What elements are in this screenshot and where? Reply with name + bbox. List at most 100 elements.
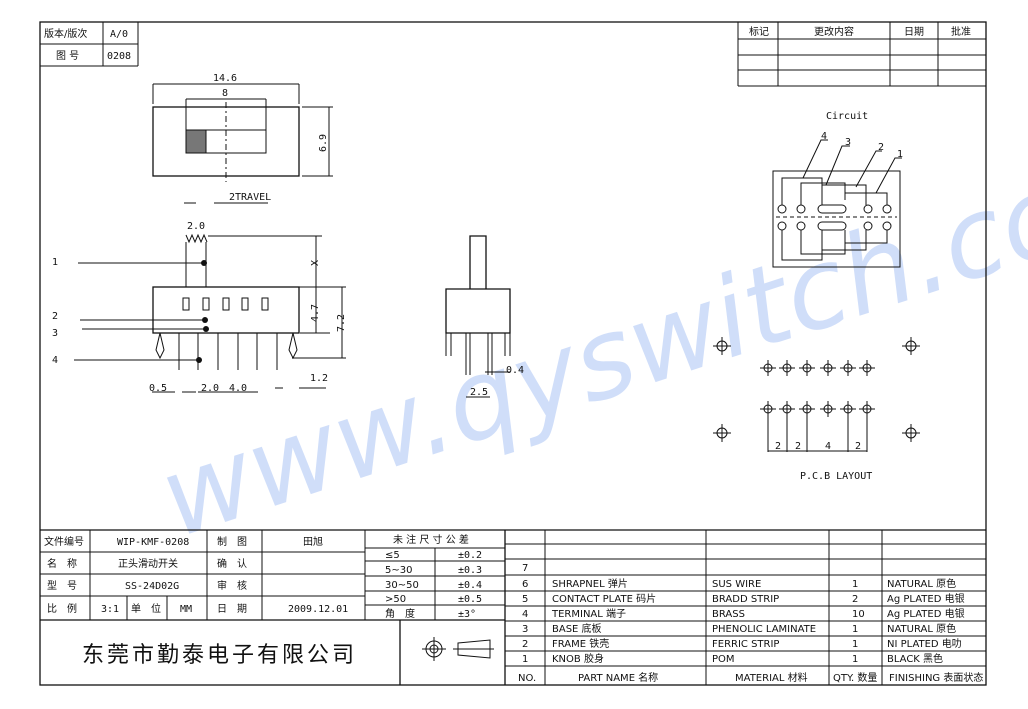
- bom-cell: TERMINAL 端子: [551, 607, 626, 620]
- bom-cell: Ag PLATED 电银: [887, 592, 965, 605]
- date-label: 日 期: [217, 603, 247, 615]
- bom-cell: 2: [852, 594, 858, 605]
- tolerance-range: 5~30: [385, 565, 412, 576]
- callout-2: 2: [52, 311, 58, 322]
- rev-header: 批准: [951, 25, 971, 38]
- callout-1: 1: [52, 257, 58, 268]
- bom-cell: 1: [852, 654, 858, 665]
- bom-cell: PART NAME 名称: [578, 671, 658, 684]
- tolerance-value: ±3°: [458, 609, 476, 620]
- bom-cell: 1: [852, 639, 858, 650]
- review-label: 审 核: [217, 579, 247, 592]
- confirm-label: 确 认: [217, 557, 247, 570]
- revision-table: 标记 更改内容 日期 批准: [737, 22, 986, 87]
- dim-4-7: 4.7: [310, 304, 321, 322]
- bom-cell: BLACK 黑色: [887, 652, 943, 665]
- version-value: A/0: [110, 29, 128, 40]
- dim-4-0: 4.0: [229, 383, 247, 394]
- tolerance-value: ±0.5: [458, 594, 482, 605]
- dim-slot: 8: [222, 88, 228, 99]
- pcb-dim: 4: [825, 441, 831, 452]
- bom-cell: NO.: [518, 673, 536, 684]
- tolerance-range: 角 度: [385, 607, 415, 620]
- pcb-dim: 2: [795, 441, 801, 452]
- bom-cell: CONTACT PLATE 码片: [552, 592, 656, 605]
- name-label: 名 称: [47, 557, 77, 570]
- bom-cell: QTY. 数量: [833, 671, 877, 684]
- scale-value: 3:1: [101, 604, 119, 615]
- bom-cell: 5: [522, 594, 528, 605]
- bom-header-row: NO. PART NAME 名称 MATERIAL 材料 QTY. 数量 FINISHI…: [518, 671, 983, 684]
- rev-header: 日期: [904, 26, 924, 38]
- bom-cell: 4: [522, 609, 528, 620]
- circuit-callout: 2: [878, 142, 884, 153]
- dim-2-5: 2.5: [470, 387, 488, 398]
- bom-cell: FINISHING 表面状态: [889, 671, 983, 684]
- bom-cell: POM: [712, 654, 735, 665]
- rev-header: 更改内容: [814, 25, 854, 38]
- bom-cell: MATERIAL 材料: [735, 671, 808, 684]
- bom-cell: NATURAL 原色: [887, 577, 956, 590]
- circuit-callout: 4: [821, 131, 827, 142]
- company-name: 东莞市勤泰电子有限公司: [82, 643, 357, 668]
- bom-cell: FERRIC STRIP: [712, 639, 779, 650]
- bom-cell: 1: [522, 654, 528, 665]
- model-value: SS-24D02G: [125, 581, 179, 592]
- tolerance-range: >50: [385, 594, 406, 605]
- pcb-layout: [713, 337, 920, 452]
- tolerance-title: 未 注 尺 寸 公 差: [393, 533, 469, 546]
- bom-cell: 10: [852, 609, 865, 620]
- dim-7-2: 7.2: [336, 314, 347, 332]
- circuit-callout: 3: [845, 137, 851, 148]
- tolerance-value: ±0.2: [458, 550, 482, 561]
- bom-cell: PHENOLIC LAMINATE: [712, 624, 816, 635]
- bom-cell: BRASS: [712, 609, 745, 620]
- scale-label: 比 例: [47, 602, 77, 615]
- bom-row: 7: [522, 563, 528, 574]
- dim-1-2: 1.2: [310, 373, 328, 384]
- dim-height: 6.9: [318, 134, 329, 152]
- name-value: 正头滑动开关: [118, 557, 178, 570]
- travel-label: 2TRAVEL: [229, 192, 271, 203]
- dim-x: X: [310, 260, 321, 266]
- bom-cell: Ag PLATED 电银: [887, 607, 965, 620]
- dim-2-0: 2.0: [201, 383, 219, 394]
- bom-cell: NI PLATED 电叻: [887, 637, 962, 650]
- pcb-dim: 2: [855, 441, 861, 452]
- bom-cell: 2: [522, 639, 528, 650]
- bom-row: 4 TERMINAL 端子 BRASS 10 Ag PLATED 电银: [522, 607, 965, 620]
- unit-label: 单 位: [131, 602, 161, 615]
- bom-cell: SHRAPNEL 弹片: [552, 577, 628, 590]
- bom-cell: SUS WIRE: [712, 579, 761, 590]
- drawn-by: 田旭: [303, 536, 323, 548]
- top-view: 14.6 8 6.9 2TRAVEL: [152, 73, 333, 204]
- drawn-label: 制 图: [217, 535, 247, 548]
- rev-header: 标记: [749, 26, 769, 38]
- version-label: 版本/版次: [44, 27, 87, 40]
- dim-width: 14.6: [213, 73, 237, 84]
- file-no-label: 文件编号: [44, 535, 84, 548]
- bom-row: 1 KNOB 胶身 POM 1 BLACK 黑色: [522, 652, 943, 665]
- circuit-diagram: Circuit 4 3 2 1: [772, 111, 903, 268]
- pcb-dim: 2: [775, 441, 781, 452]
- dim-knob: 2.0: [187, 221, 205, 232]
- circuit-title: Circuit: [826, 111, 868, 122]
- version-box: 版本/版次 A/0 图 号 0208: [40, 22, 139, 67]
- front-view: 1 2 3 4 2.0 X 4.7 7.2 0.5 2.0 4.0 1.2: [52, 221, 347, 394]
- drawing-no-value: 0208: [107, 51, 131, 62]
- model-label: 型 号: [47, 579, 77, 592]
- projection-symbol: [422, 637, 494, 661]
- circuit-callout: 1: [897, 149, 903, 160]
- bom-cell: 7: [522, 563, 528, 574]
- bom-cell: 3: [522, 624, 528, 635]
- tolerance-value: ±0.3: [458, 565, 482, 576]
- dim-0-5: 0.5: [149, 383, 167, 394]
- bom-cell: 1: [852, 624, 858, 635]
- callout-3: 3: [52, 328, 58, 339]
- watermark: www.qyswitch.com: [145, 115, 1028, 562]
- bom-cell: KNOB 胶身: [552, 652, 604, 665]
- tolerance-range: 30~50: [385, 580, 419, 591]
- tolerance-range: ≤5: [385, 550, 400, 561]
